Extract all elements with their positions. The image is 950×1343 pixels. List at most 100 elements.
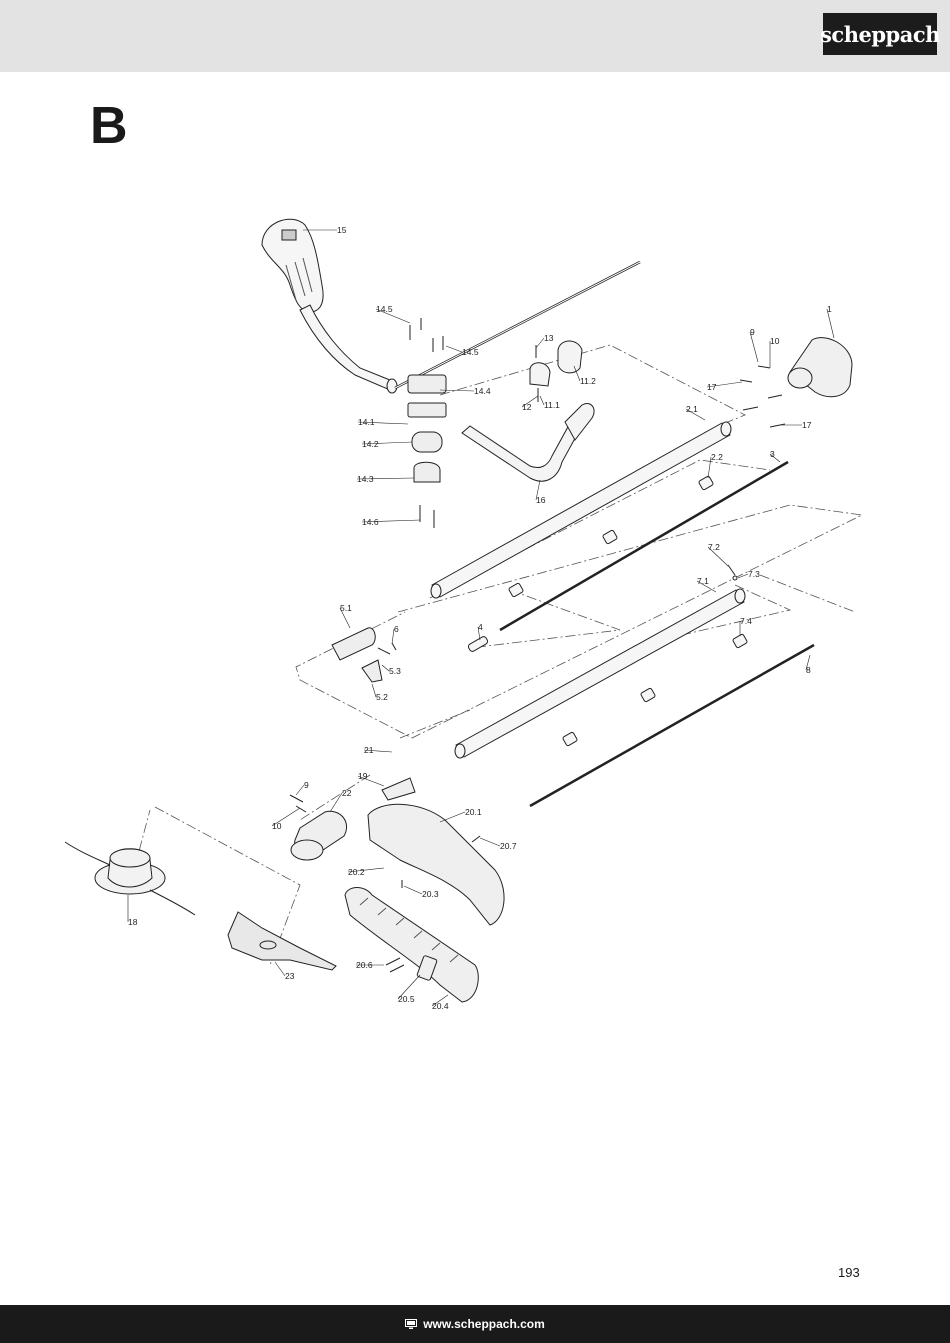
part-label-leader	[361, 441, 413, 445]
part-label: 4	[478, 622, 483, 632]
part-label-leader	[339, 607, 351, 629]
cutting-blade-part-23	[227, 911, 337, 971]
part-label-leader	[371, 683, 377, 698]
part-label: 11.1	[544, 400, 560, 410]
part-label: 13	[544, 333, 554, 343]
part-label-leader	[381, 664, 390, 672]
part-label-leader	[356, 477, 415, 480]
part-label: 14.4	[474, 386, 491, 396]
part-label-leader	[357, 421, 409, 425]
part-label: 14.5	[462, 347, 479, 357]
part-label: 7.3	[748, 569, 760, 579]
part-label: 15	[337, 225, 347, 235]
part-label-leader	[805, 654, 811, 671]
part-label: 14.1	[358, 417, 375, 427]
footer-url[interactable]: www.scheppach.com	[423, 1317, 545, 1331]
part-label-leader	[363, 749, 393, 753]
part-label: 3	[770, 449, 775, 459]
part-label: 12	[522, 402, 532, 412]
part-label-leader	[737, 573, 749, 579]
part-label: 17	[707, 382, 717, 392]
part-label-leader	[357, 775, 385, 787]
part-label: 7.2	[708, 542, 720, 552]
part-label: 5.3	[389, 666, 401, 676]
part-label-leader	[403, 885, 423, 895]
part-label: 8	[806, 665, 811, 675]
part-label-leader	[521, 395, 539, 408]
part-label-leader	[826, 308, 835, 339]
part-label: 21	[364, 745, 374, 755]
part-label: 14.5	[376, 304, 393, 314]
part-label: 14.3	[357, 474, 374, 484]
section-letter: B	[90, 97, 128, 155]
footer-band: www.scheppach.com	[0, 1305, 950, 1343]
part-label-leader	[439, 389, 475, 392]
part-label-leader	[535, 337, 545, 349]
part-label-leader	[769, 453, 781, 463]
part-label: 20.4	[432, 1001, 449, 1011]
part-label: 19	[358, 771, 368, 781]
part-label-leader	[707, 456, 712, 479]
part-label: 9	[750, 327, 755, 337]
part-label-leader	[329, 792, 343, 813]
part-label: 5.2	[376, 692, 388, 702]
gear-head-and-guard	[289, 777, 505, 1003]
part-label: 1	[827, 304, 832, 314]
part-label-leader	[271, 807, 301, 827]
engine-coupling-part-1	[739, 337, 853, 428]
part-label: 7.1	[697, 576, 709, 586]
part-label: 7.4	[740, 616, 752, 626]
part-label-leader	[391, 628, 395, 645]
part-label: 10	[770, 336, 780, 346]
part-label: 20.3	[422, 889, 439, 899]
part-label-leader	[749, 331, 759, 363]
part-label-leader	[706, 381, 743, 388]
part-label: 14.2	[362, 439, 379, 449]
drive-shafts-lower	[454, 564, 815, 808]
part-label-leader	[479, 837, 501, 847]
part-label-leader	[439, 811, 466, 823]
part-label-leader	[707, 546, 729, 567]
part-label: 14.6	[362, 517, 379, 527]
part-label: 11.2	[580, 376, 596, 386]
part-label-leader	[539, 395, 545, 406]
part-label: 23	[285, 971, 295, 981]
part-label: 20.1	[465, 807, 482, 817]
part-label: 9	[304, 780, 309, 790]
loop-handle-part-16	[461, 340, 595, 482]
part-label: 22	[342, 788, 352, 798]
drive-shafts-upper	[430, 421, 789, 652]
part-label: 20.2	[348, 867, 365, 877]
part-label: 20.5	[398, 994, 415, 1004]
part-label-leader	[431, 994, 449, 1007]
header-band	[0, 0, 950, 72]
part-label: 2.1	[686, 404, 698, 414]
part-label-leader	[535, 479, 541, 501]
part-label: 18	[128, 917, 138, 927]
part-label-leader	[375, 308, 411, 324]
handle-clamp-parts	[407, 318, 447, 528]
part-label: 2.2	[711, 452, 723, 462]
part-label-leader	[397, 974, 421, 1000]
part-label: 20.7	[500, 841, 517, 851]
part-label-leader	[696, 580, 717, 593]
brand-name: scheppach	[820, 21, 940, 47]
scheppach-logo: scheppach	[820, 13, 940, 55]
part-label-leader	[445, 345, 463, 353]
shaft-clamp-part-5	[331, 627, 397, 683]
part-label: 20.6	[356, 960, 373, 970]
part-label-leader	[685, 408, 706, 421]
part-label-leader	[347, 867, 385, 873]
trimmer-head-part-18	[64, 841, 196, 916]
part-label: 16	[536, 495, 546, 505]
part-label: 5.1	[340, 603, 352, 613]
part-label-leader	[295, 784, 305, 796]
part-label: 17	[802, 420, 812, 430]
part-label: 6	[394, 624, 399, 634]
monitor-icon	[405, 1318, 418, 1329]
page-number: 193	[838, 1265, 860, 1280]
part-label: 10	[272, 821, 282, 831]
part-label-leader	[573, 365, 581, 382]
